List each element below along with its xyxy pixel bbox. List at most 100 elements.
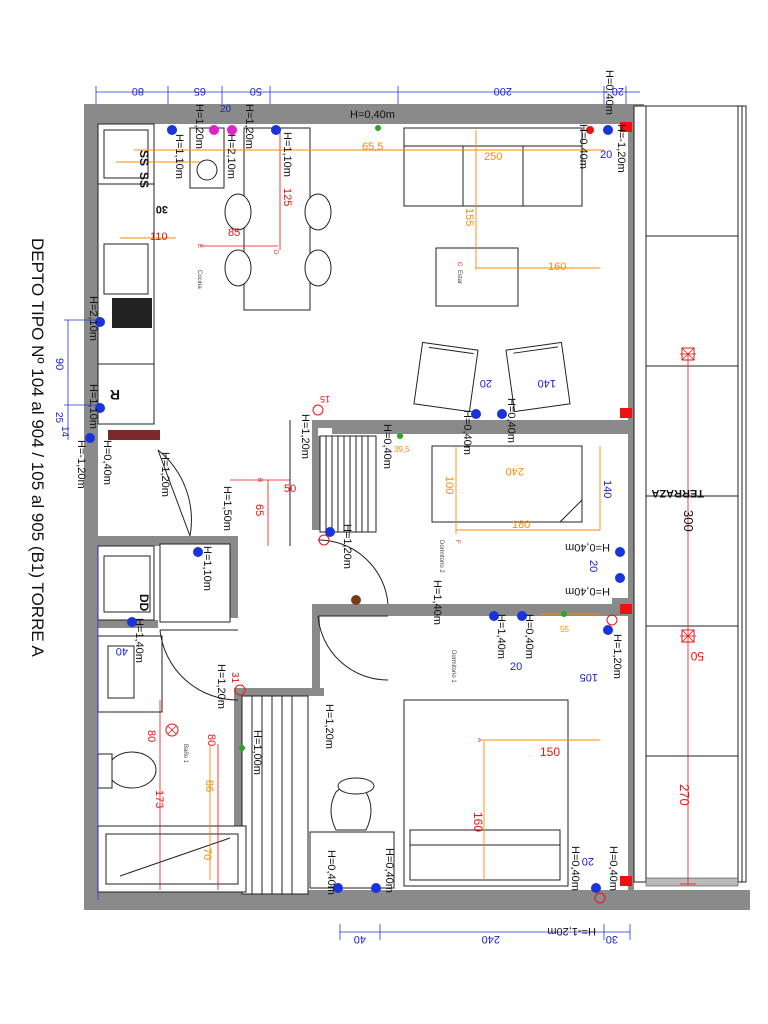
h-left-040: H=0,40m (101, 440, 113, 485)
odim-39-5: 39,5 (394, 445, 410, 454)
room-tag-a: A (476, 738, 482, 742)
h-bath-110: H=1,10m (201, 546, 213, 591)
h-top-right-1: H=0,40m (603, 70, 615, 115)
odim-55: 55 (560, 625, 569, 634)
h-kitchen-5: H=1,20m (243, 104, 255, 149)
orange-dimension-labels: 65,5 250 155 160 140 180 240 100 86 70 3… (201, 141, 613, 860)
rdim-150: 150 (540, 745, 560, 759)
bdim-20d: 20 (587, 560, 599, 572)
electrical-outlets (85, 125, 625, 904)
appliance-dd: DD (137, 594, 151, 612)
dim-bottom-40: 40 (354, 933, 366, 945)
dim-top-80: 80 (132, 85, 144, 97)
h-kitchen-4: H=1,20m (193, 104, 205, 149)
misc-labels: 30 (156, 203, 168, 215)
room-dormitorio-1: Dormitorio 1 (450, 650, 456, 683)
blue-dimension-labels: 20 140 20 20 20 40 20 105 20 (116, 104, 613, 867)
h-hall-150: H=1,50m (221, 486, 233, 531)
h-bed2-040c: H=0,40m (505, 398, 517, 443)
left-dimension-labels: 90 25 14 (53, 358, 70, 438)
plan-title: DEPTO TIPO Nº 104 al 904 / 105 al 905 (B… (28, 238, 47, 657)
bedroom-2-furniture (319, 435, 583, 533)
h-kitchen-3: H=1,10m (281, 132, 293, 177)
title-block: DEPTO TIPO Nº 104 al 904 / 105 al 905 (B… (28, 238, 47, 657)
room-tag-f: F (454, 540, 460, 544)
odim-160: 160 (548, 261, 566, 273)
bdim-40: 40 (116, 645, 128, 657)
dim-left-25: 25 (53, 412, 64, 424)
dim-top-20: 20 (612, 85, 624, 97)
h-bed1-140: H=1,40m (431, 580, 443, 625)
kitchen-fixtures (97, 123, 332, 440)
h-bottom-040d: H=0,40m (607, 846, 619, 891)
dim-left-90: 90 (53, 358, 65, 370)
room-tag-b: B (256, 478, 262, 482)
room-cocina: Cocina (196, 270, 202, 289)
dim-top-200: 200 (494, 85, 512, 97)
odim-240: 240 (506, 465, 524, 477)
appliance-r: R (110, 387, 120, 403)
terrace-dim-270: 270 (677, 784, 692, 806)
h-bed2-040: H=0,40m (381, 424, 393, 469)
h-bottom-040b: H=0,40m (383, 848, 395, 893)
bdim-20f: 20 (582, 855, 594, 867)
h-bed1-120: H=1,20m (611, 634, 623, 679)
h-bottom-040c: H=0,40m (569, 846, 581, 891)
h-bottom-040: H=0,40m (325, 850, 337, 895)
odim-86: 86 (203, 780, 215, 792)
height-labels: H=0,40m H=1,10m H=2,10m H=1,10m H=1,20m … (75, 70, 627, 937)
room-tag-d: D (272, 250, 278, 255)
odim-65-5: 65,5 (362, 141, 383, 153)
h-left-210: H=2,10m (87, 296, 99, 341)
odim-250: 250 (484, 151, 502, 163)
rdim-85: 85 (228, 227, 240, 239)
bdim-20c: 20 (600, 149, 612, 161)
rdim-65: 65 (253, 504, 265, 516)
h-hall-120b: H=1,20m (299, 414, 311, 459)
h-left-120: H=-1,20m (75, 440, 87, 489)
h-hall-120: H=1,20m (159, 452, 171, 497)
h-top-living: H=0,40m (350, 109, 395, 121)
h-bath-120: H=1,20m (215, 664, 227, 709)
misc-30: 30 (156, 203, 168, 215)
h-top-right-3: H=-1,20m (615, 124, 627, 173)
living-furniture (403, 127, 583, 413)
bedroom-1-furniture (241, 695, 569, 895)
appliance-labels: SS SS R DD (110, 150, 151, 612)
dim-left-14: 14 (59, 426, 70, 438)
rdim-80: 80 (145, 730, 157, 742)
bdim-105: 105 (580, 671, 598, 683)
appliance-ss-1: SS (137, 150, 151, 166)
dim-bottom-30: 30 (606, 933, 618, 945)
room-estar: Estar (456, 270, 462, 284)
h-kitchen-1: H=1,10m (173, 134, 185, 179)
bdim-20b: 20 (480, 377, 492, 389)
h-bed1-120b: H=1,20m (323, 704, 335, 749)
room-labels: Cocina Estar Dormitorio 2 Dormitorio 1 B… (182, 244, 482, 764)
bdim-20-top: 20 (220, 104, 232, 115)
h-kitchen-2: H=2,10m (225, 134, 237, 179)
h-right-040: H=0,40m (565, 541, 610, 553)
red-dimension-labels: 110 85 125 50 65 80 80 173 150 160 31 15 (145, 188, 560, 832)
room-tag-e: E (196, 244, 202, 248)
rdim-15: 15 (320, 394, 330, 404)
rdim-160: 160 (471, 812, 485, 832)
rdim-50: 50 (284, 483, 296, 495)
door-swings (157, 420, 389, 701)
h-bath-100: H=1,00m (251, 730, 263, 775)
terrace-dim-300: 300 (681, 510, 696, 532)
terrace-dim-50: 50 (690, 649, 704, 663)
room-dormitorio-2: Dormitorio 2 (438, 540, 444, 573)
odim-100: 100 (443, 476, 455, 494)
terrace-labels: TERRAZA 300 50 270 (651, 487, 704, 806)
dimension-lines (64, 86, 696, 940)
h-right-040b: H=0,40m (565, 585, 610, 597)
top-dimension-labels: 80 65 50 200 20 (132, 85, 624, 97)
h-top-right-2: H=0,40m (577, 124, 589, 169)
rdim-125: 125 (281, 188, 293, 206)
odim-70: 70 (201, 848, 213, 860)
appliance-ss-2: SS (137, 172, 151, 188)
dim-top-50: 50 (250, 85, 262, 97)
h-bed2-040b: H=0,40m (461, 410, 473, 455)
